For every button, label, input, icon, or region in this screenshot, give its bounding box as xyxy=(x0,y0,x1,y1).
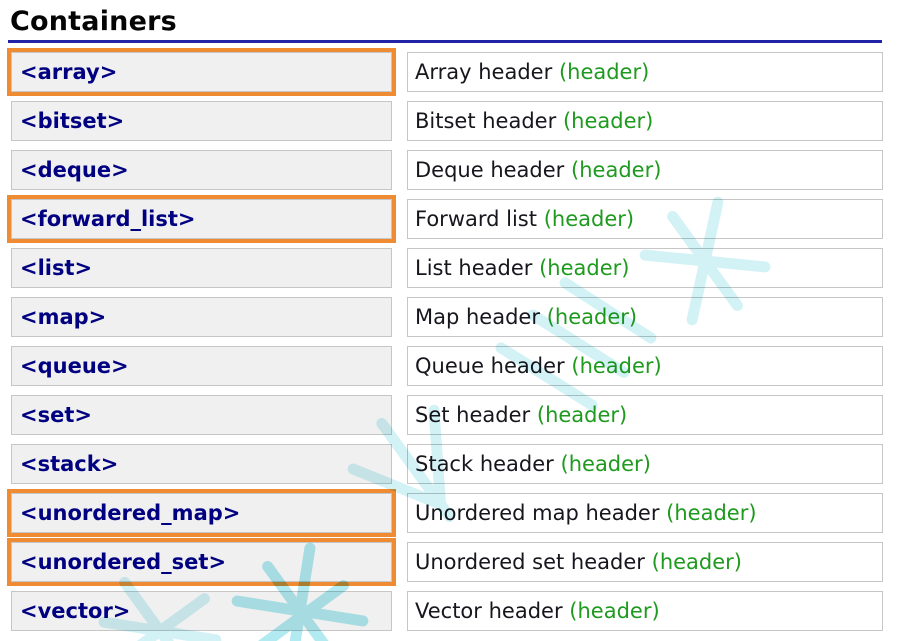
header-file-link[interactable]: (header) xyxy=(536,403,628,427)
header-file-link[interactable]: (header) xyxy=(539,256,630,280)
description-text: Array header xyxy=(415,60,553,84)
container-header-link[interactable]: <array> xyxy=(7,48,396,96)
container-header-link[interactable]: <vector> xyxy=(11,591,392,631)
table-row: <bitset> Bitset header (header) xyxy=(11,101,883,141)
section-header: Containers xyxy=(8,6,882,43)
container-header-label: <unordered_set> xyxy=(20,550,227,574)
row-description-cell: Unordered map header (header) xyxy=(407,493,883,533)
container-header-label: <array> xyxy=(20,60,118,84)
row-description-cell: Stack header (header) xyxy=(407,444,883,484)
table-row: <stack> Stack header (header) xyxy=(11,444,883,484)
table-row: <vector> Vector header (header) xyxy=(11,591,883,631)
container-header-label: <queue> xyxy=(20,354,129,378)
table-row: <queue> Queue header (header) xyxy=(11,346,883,386)
header-file-link[interactable]: (header) xyxy=(558,60,650,84)
container-header-link[interactable]: <forward_list> xyxy=(7,195,396,243)
container-header-link[interactable]: <deque> xyxy=(11,150,392,190)
container-header-link[interactable]: <queue> xyxy=(11,346,392,386)
description-text: Deque header xyxy=(415,158,565,182)
table-row: <array> Array header (header) xyxy=(7,48,883,96)
container-header-label: <bitset> xyxy=(20,109,125,133)
description-text: Queue header xyxy=(415,354,565,378)
description-text: Vector header xyxy=(415,599,563,623)
container-header-link[interactable]: <list> xyxy=(11,248,392,288)
container-header-link[interactable]: <set> xyxy=(11,395,392,435)
container-header-label: <set> xyxy=(20,403,92,427)
container-header-label: <map> xyxy=(20,305,107,329)
header-file-link[interactable]: (header) xyxy=(543,207,635,231)
table-row: <unordered_set> Unordered set header (he… xyxy=(7,538,883,586)
header-file-link[interactable]: (header) xyxy=(560,452,651,476)
table-row: <forward_list> Forward list (header) xyxy=(7,195,883,243)
table-row: <set> Set header (header) xyxy=(11,395,883,435)
table-row: <map> Map header (header) xyxy=(11,297,883,337)
description-text: Stack header xyxy=(415,452,554,476)
description-text: Forward list xyxy=(415,207,537,231)
container-header-label: <unordered_map> xyxy=(20,501,241,525)
row-description-cell: Deque header (header) xyxy=(407,150,883,190)
row-description-cell: Queue header (header) xyxy=(407,346,883,386)
header-file-link[interactable]: (header) xyxy=(651,550,742,574)
container-header-link[interactable]: <bitset> xyxy=(11,101,392,141)
header-file-link[interactable]: (header) xyxy=(571,158,662,182)
header-file-link[interactable]: (header) xyxy=(666,501,757,525)
row-description-cell: Array header (header) xyxy=(407,52,883,92)
description-text: Map header xyxy=(415,305,540,329)
description-text: Set header xyxy=(415,403,531,427)
container-header-link[interactable]: <unordered_map> xyxy=(7,489,396,537)
row-description-cell: Map header (header) xyxy=(407,297,883,337)
description-text: Unordered set header xyxy=(415,550,645,574)
container-header-label: <list> xyxy=(20,256,93,280)
description-text: Unordered map header xyxy=(415,501,660,525)
header-file-link[interactable]: (header) xyxy=(569,599,660,623)
table-row: <list> List header (header) xyxy=(11,248,883,288)
container-header-link[interactable]: <map> xyxy=(11,297,392,337)
header-file-link[interactable]: (header) xyxy=(546,305,638,329)
row-description-cell: List header (header) xyxy=(407,248,883,288)
description-text: Bitset header xyxy=(415,109,557,133)
description-text: List header xyxy=(415,256,533,280)
containers-table: <array> Array header (header) <bitset> B… xyxy=(7,48,883,631)
header-file-link[interactable]: (header) xyxy=(562,109,654,133)
page-title: Containers xyxy=(10,6,177,37)
table-row: <unordered_map> Unordered map header (he… xyxy=(7,489,883,537)
table-row: <deque> Deque header (header) xyxy=(11,150,883,190)
container-header-label: <vector> xyxy=(20,599,131,623)
row-description-cell: Bitset header (header) xyxy=(407,101,883,141)
row-description-cell: Unordered set header (header) xyxy=(407,542,883,582)
container-header-label: <stack> xyxy=(20,452,119,476)
reference-page: Containers <array> Array header (header)… xyxy=(0,6,903,631)
row-description-cell: Set header (header) xyxy=(407,395,883,435)
container-header-link[interactable]: <stack> xyxy=(11,444,392,484)
row-description-cell: Vector header (header) xyxy=(407,591,883,631)
container-header-link[interactable]: <unordered_set> xyxy=(7,538,396,586)
container-header-label: <forward_list> xyxy=(20,207,196,231)
row-description-cell: Forward list (header) xyxy=(407,199,883,239)
container-header-label: <deque> xyxy=(20,158,129,182)
header-file-link[interactable]: (header) xyxy=(571,354,662,378)
